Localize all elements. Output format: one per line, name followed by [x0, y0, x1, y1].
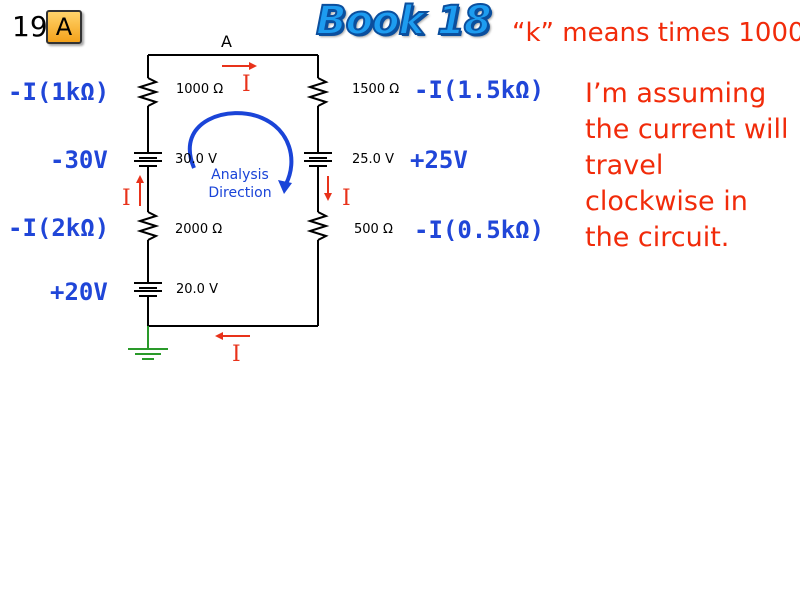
eq-left-1: -I(1kΩ) [8, 78, 110, 106]
resistor-right-top [306, 77, 330, 107]
label-r-left-bottom: 2000 Ω [175, 222, 223, 237]
current-arrow-top-icon [222, 62, 257, 70]
section-badge: A [46, 10, 82, 44]
current-label-right: I [342, 186, 351, 211]
eq-left-4: +20V [50, 278, 108, 306]
current-label-left: I [122, 186, 131, 211]
book-title: Book 18 [315, 0, 493, 45]
analysis-direction-label: Analysis Direction [208, 167, 272, 201]
label-bat-left: 30.0 V [175, 152, 217, 167]
label-r-right-top: 1500 Ω [352, 82, 400, 97]
eq-right-1: -I(1.5kΩ) [414, 76, 545, 104]
analysis-direction-arrow-icon [187, 111, 294, 194]
k-note: “k” means times 1000 [512, 18, 800, 48]
eq-left-2: -30V [50, 146, 108, 174]
label-bat-right: 25.0 V [352, 152, 394, 167]
current-label-bottom: I [232, 342, 241, 367]
ground-icon [128, 326, 168, 360]
battery-left [134, 152, 162, 167]
eq-right-2: +25V [410, 146, 468, 174]
resistor-left-bottom [136, 211, 160, 241]
current-arrow-right-icon [324, 176, 332, 201]
resistor-right-bottom [306, 211, 330, 241]
clockwise-note: I’m assuming the current will travel clo… [585, 78, 789, 253]
eq-right-3: -I(0.5kΩ) [414, 216, 545, 244]
battery-right [304, 152, 332, 167]
label-r-right-bottom: 500 Ω [354, 222, 393, 237]
battery-bottom [134, 282, 162, 297]
resistor-left-top [136, 77, 160, 107]
current-label-top: I [242, 72, 251, 97]
label-r-left-top: 1000 Ω [176, 82, 224, 97]
node-a-label: A [221, 32, 232, 51]
current-arrow-bottom-icon [215, 332, 250, 340]
eq-left-3: -I(2kΩ) [8, 214, 110, 242]
slide-number: 19 [12, 10, 48, 43]
label-bat-bottom: 20.0 V [176, 282, 218, 297]
current-arrow-left-icon [136, 175, 144, 206]
